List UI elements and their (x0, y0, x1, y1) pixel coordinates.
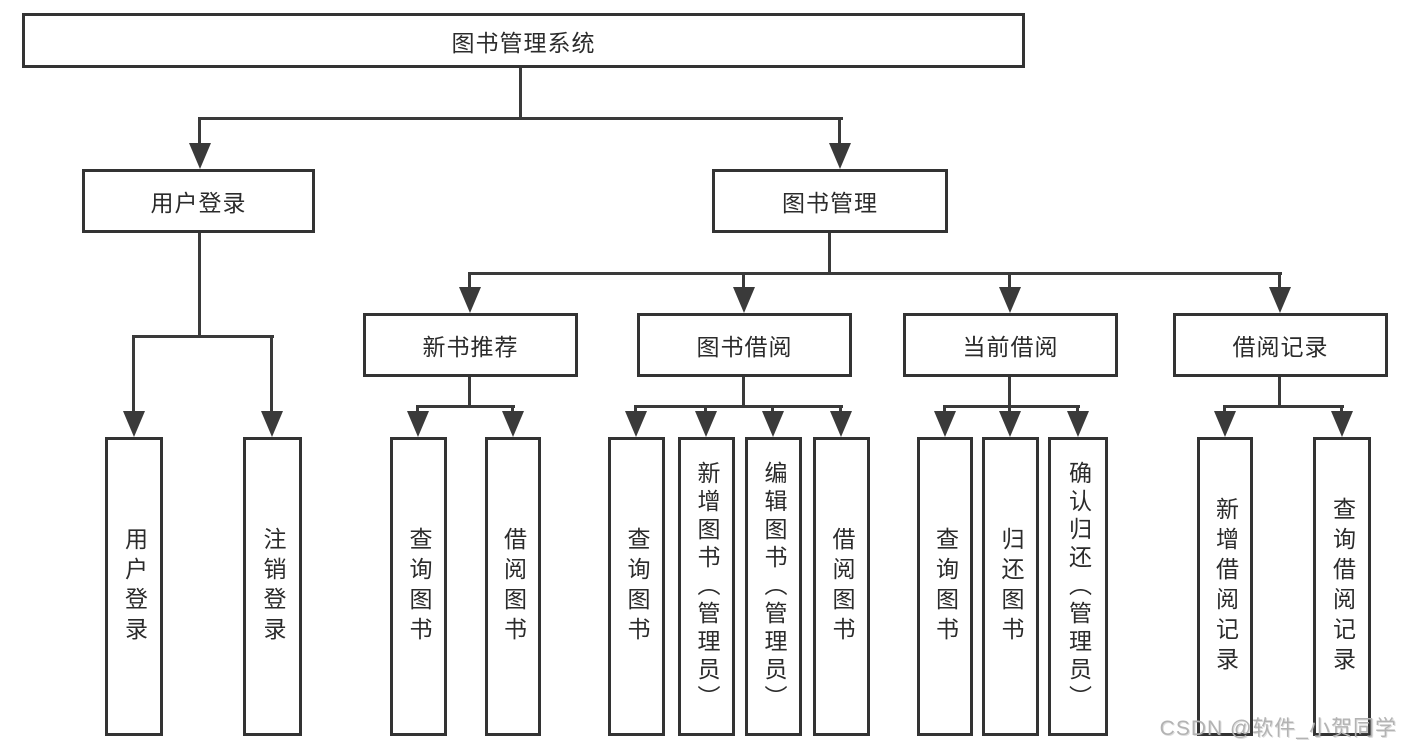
connector-line (828, 231, 831, 274)
node-label: 用户登录 (150, 190, 247, 216)
connector-line (1278, 272, 1281, 292)
connector-line (742, 272, 745, 292)
connector-line (468, 272, 1282, 275)
connector-line (1278, 374, 1281, 407)
connector-line (270, 335, 273, 415)
node-label: 查询图书 (932, 526, 959, 647)
leaf-user-login: 用户登录 (105, 437, 163, 736)
node-new-book-recommend: 新书推荐 (363, 313, 578, 377)
node-label: 归还图书 (998, 526, 1024, 647)
connector-line (943, 405, 1080, 408)
connector-line (416, 405, 515, 408)
node-label: 编辑图书（管理员） (761, 460, 787, 713)
leaf-current-return-books: 归还图书 (982, 437, 1039, 736)
arrow-down-icon (830, 411, 852, 437)
connector-line (634, 405, 843, 408)
node-label: 用户登录 (121, 526, 148, 647)
leaf-borrow-query-books: 查询图书 (608, 437, 665, 736)
node-borrowing-records: 借阅记录 (1173, 313, 1388, 377)
node-label: 查询图书 (406, 526, 432, 647)
arrow-down-icon (999, 287, 1021, 313)
leaf-records-add-record: 新增借阅记录 (1197, 437, 1253, 736)
connector-line (132, 335, 135, 415)
arrow-down-icon (189, 143, 211, 169)
arrow-down-icon (1269, 287, 1291, 313)
connector-line (742, 374, 745, 407)
arrow-down-icon (625, 411, 647, 437)
node-label: 查询图书 (624, 526, 650, 647)
node-label: 注销登录 (260, 526, 286, 647)
connector-line (198, 117, 201, 149)
node-book-borrowing: 图书借阅 (637, 313, 852, 377)
arrow-down-icon (261, 411, 283, 437)
node-label: 确认归还（管理员） (1065, 460, 1092, 713)
connector-line (132, 335, 274, 338)
connector-line (198, 117, 843, 120)
leaf-recommend-borrow-books: 借阅图书 (485, 437, 541, 736)
leaf-borrow-borrow-books: 借阅图书 (813, 437, 870, 736)
arrow-down-icon (762, 411, 784, 437)
connector-line (838, 117, 841, 149)
leaf-recommend-query-books: 查询图书 (390, 437, 447, 736)
connector-line (198, 231, 201, 337)
node-label: 借阅图书 (829, 526, 855, 647)
node-label: 新书推荐 (422, 334, 519, 360)
node-label: 图书管理系统 (451, 29, 596, 56)
leaf-records-query-record: 查询借阅记录 (1313, 437, 1371, 736)
node-label: 查询借阅记录 (1329, 496, 1356, 677)
node-label: 图书管理 (782, 190, 878, 216)
node-label: 新增图书（管理员） (694, 460, 720, 713)
node-current-borrowing: 当前借阅 (903, 313, 1118, 377)
connector-line (1223, 405, 1344, 408)
leaf-current-confirm-return-admin: 确认归还（管理员） (1048, 437, 1108, 736)
leaf-borrow-edit-books-admin: 编辑图书（管理员） (745, 437, 802, 736)
node-label: 借阅图书 (500, 526, 527, 647)
leaf-borrow-add-books-admin: 新增图书（管理员） (678, 437, 735, 736)
arrow-down-icon (695, 411, 717, 437)
connector-line (468, 374, 471, 407)
node-label: 新增借阅记录 (1212, 496, 1239, 677)
arrow-down-icon (1214, 411, 1236, 437)
arrow-down-icon (1067, 411, 1089, 437)
arrow-down-icon (829, 143, 851, 169)
node-book-management: 图书管理 (712, 169, 948, 233)
csdn-watermark: CSDN @软件_小贺同学 (1159, 717, 1397, 740)
arrow-down-icon (733, 287, 755, 313)
node-user-login-branch: 用户登录 (82, 169, 315, 233)
arrow-down-icon (459, 287, 481, 313)
node-label: 当前借阅 (962, 334, 1059, 360)
arrow-down-icon (123, 411, 145, 437)
arrow-down-icon (999, 411, 1021, 437)
connector-line (468, 272, 471, 292)
arrow-down-icon (502, 411, 524, 437)
node-label: 图书借阅 (696, 334, 793, 360)
node-root-system: 图书管理系统 (22, 13, 1025, 68)
connector-line (1008, 272, 1011, 292)
arrow-down-icon (1331, 411, 1353, 437)
leaf-current-query-books: 查询图书 (917, 437, 973, 736)
connector-line (519, 66, 522, 119)
arrow-down-icon (407, 411, 429, 437)
node-label: 借阅记录 (1232, 334, 1329, 360)
leaf-logout: 注销登录 (243, 437, 302, 736)
arrow-down-icon (934, 411, 956, 437)
connector-line (1008, 374, 1011, 407)
